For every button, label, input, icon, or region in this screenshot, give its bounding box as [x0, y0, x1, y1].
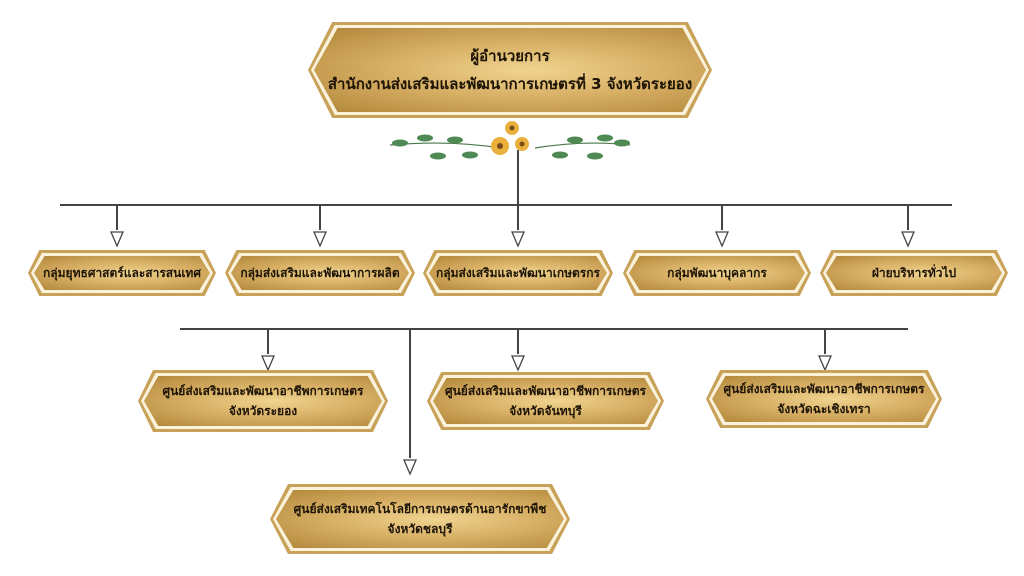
group-label: กลุ่มส่งเสริมและพัฒนาเกษตรกร [436, 265, 600, 280]
center-province: จังหวัดชลบุรี [387, 522, 453, 536]
center-box-chonburi: ศูนย์ส่งเสริมเทคโนโลยีการเกษตรด้านอารักข… [270, 484, 570, 554]
center-province: จังหวัดระยอง [228, 404, 298, 418]
group-box-farmers: กลุ่มส่งเสริมและพัฒนาเกษตรกร [423, 250, 613, 296]
group-box-strategy: กลุ่มยุทธศาสตร์และสารสนเทศ [28, 250, 216, 296]
group-label: กลุ่มพัฒนาบุคลากร [667, 265, 767, 280]
center-name: ศูนย์ส่งเสริมและพัฒนาอาชีพการเกษตร [723, 381, 925, 396]
director-box: ผู้อำนวยการ สำนักงานส่งเสริมและพัฒนาการเ… [308, 22, 712, 118]
center-box-rayong: ศูนย์ส่งเสริมและพัฒนาอาชีพการเกษตรจังหวั… [138, 370, 388, 432]
group-label: ฝ่ายบริหารทั่วไป [871, 265, 957, 280]
group-label: กลุ่มยุทธศาสตร์และสารสนเทศ [43, 265, 201, 280]
center-province: จังหวัดจันทบุรี [509, 404, 582, 418]
center-box-chanthaburi: ศูนย์ส่งเสริมและพัฒนาอาชีพการเกษตรจังหวั… [427, 372, 664, 430]
center-name: ศูนย์ส่งเสริมและพัฒนาอาชีพการเกษตร [444, 383, 646, 398]
floral-ornament [389, 121, 631, 160]
center-name: ศูนย์ส่งเสริมและพัฒนาอาชีพการเกษตร [162, 383, 364, 398]
group-box-admin: ฝ่ายบริหารทั่วไป [820, 250, 1008, 296]
group-box-production: กลุ่มส่งเสริมและพัฒนาการผลิต [225, 250, 415, 296]
center-box-chachoengsao: ศูนย์ส่งเสริมและพัฒนาอาชีพการเกษตรจังหวั… [706, 370, 942, 428]
group-label: กลุ่มส่งเสริมและพัฒนาการผลิต [240, 265, 400, 280]
director-office: สำนักงานส่งเสริมและพัฒนาการเกษตรที่ 3 จั… [327, 75, 693, 93]
group-box-personnel: กลุ่มพัฒนาบุคลากร [623, 250, 811, 296]
director-title: ผู้อำนวยการ [470, 46, 550, 65]
center-province: จังหวัดฉะเชิงเทรา [777, 402, 871, 416]
center-name: ศูนย์ส่งเสริมเทคโนโลยีการเกษตรด้านอารักข… [293, 501, 547, 516]
